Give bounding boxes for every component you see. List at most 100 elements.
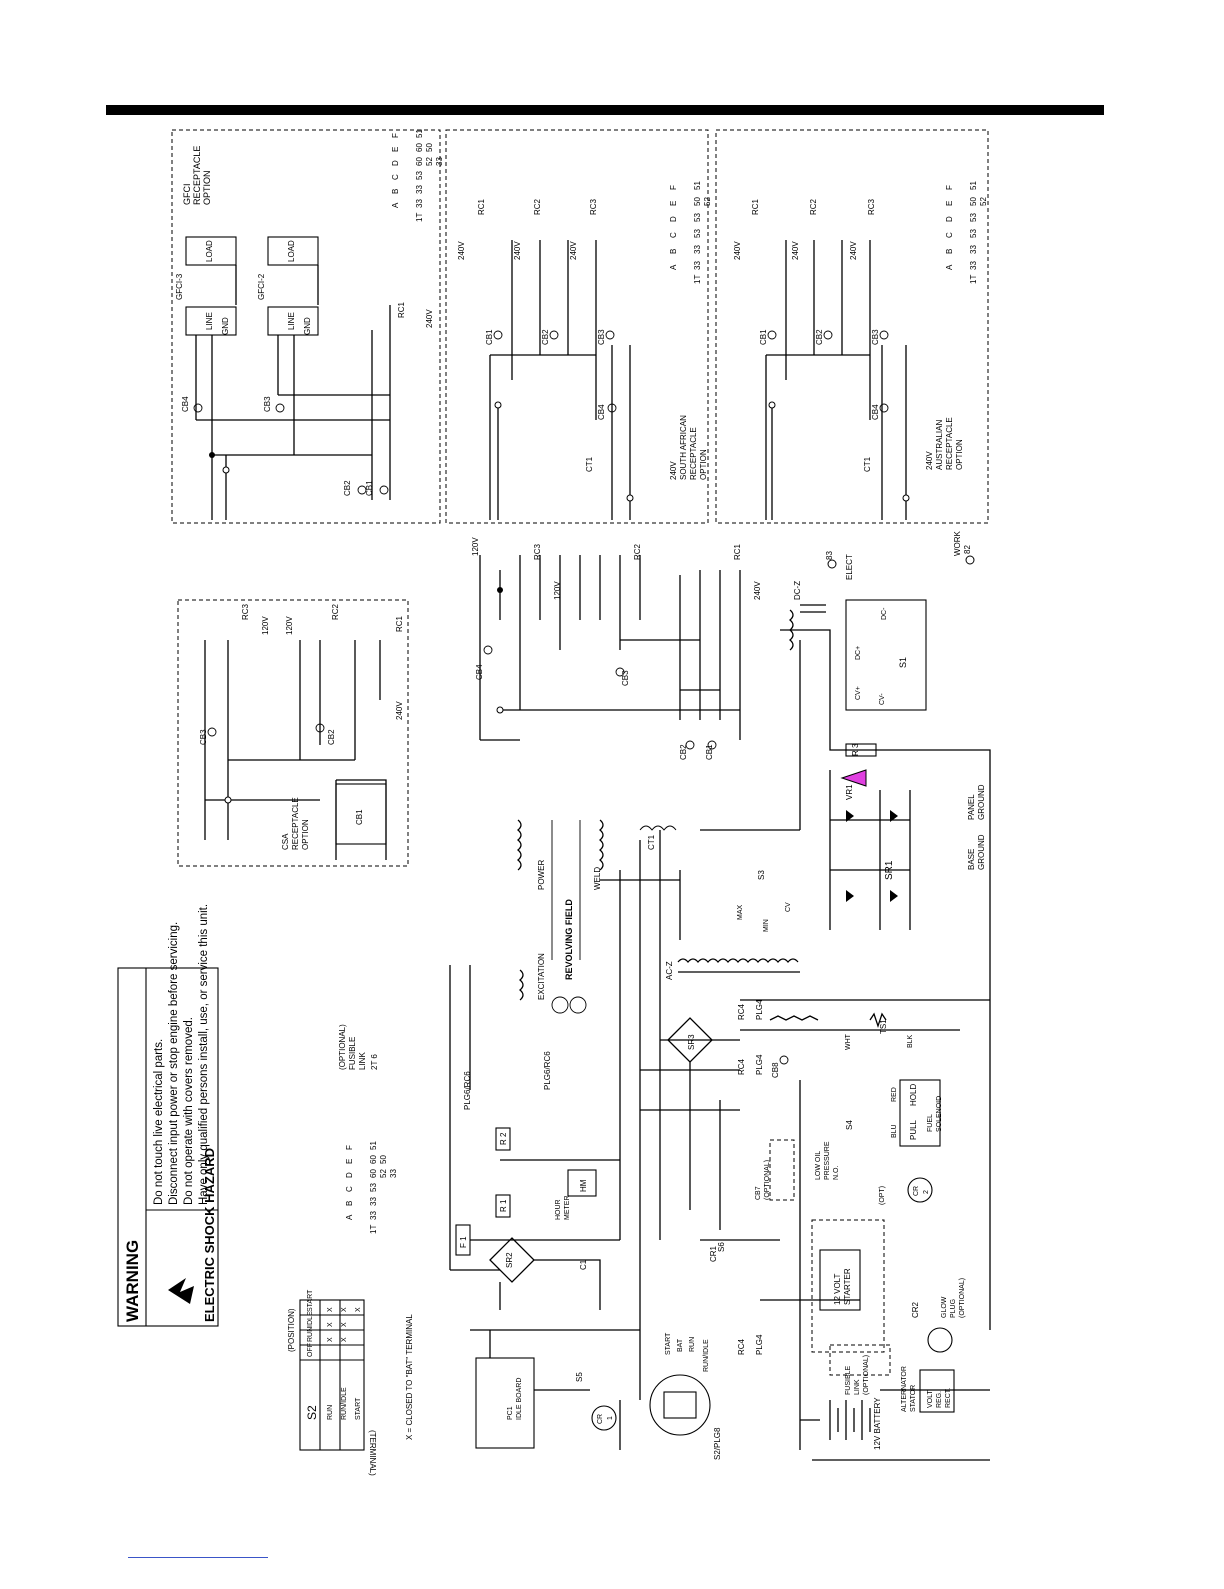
plg4-label-2: PLG4: [755, 1054, 764, 1075]
main-rc1: RC1: [733, 543, 742, 560]
sa-rc3: RC3: [589, 198, 598, 215]
svg-text:C: C: [669, 232, 678, 238]
main-rc2: RC2: [633, 543, 642, 560]
main-120v-1: 120V: [471, 537, 480, 556]
svg-text:F: F: [345, 1145, 354, 1150]
svg-text:51: 51: [969, 181, 978, 190]
volt-reg-3: RECT.: [945, 1388, 952, 1408]
dc-z-label: DC-Z: [793, 581, 802, 600]
au-rc1: RC1: [751, 198, 760, 215]
svg-text:X: X: [327, 1307, 334, 1312]
fusible-link-2: LINK: [854, 1379, 861, 1395]
warning-item-4: Have only qualified persons install, use…: [198, 904, 210, 1205]
svg-text:X: X: [341, 1322, 348, 1327]
s3-min: MIN: [763, 919, 770, 932]
plg6-label: PLG6/RC6: [543, 1051, 552, 1090]
svg-text:33: 33: [969, 261, 978, 270]
gfci-option-panel: GFCI RECEPTACLE OPTION LOAD LINE LOAD LI…: [171, 129, 444, 524]
alternator-1: ALTERNATOR: [901, 1366, 908, 1412]
gfci-cb2: CB2: [343, 480, 352, 496]
sa-cb3: CB3: [597, 329, 606, 345]
s3-label: S3: [757, 870, 766, 880]
hour-meter-2: METER: [564, 1196, 571, 1221]
r3-resistor: [845, 743, 877, 757]
gfci-2-label: GFCI-2: [257, 273, 266, 300]
sa-title-1: 240V: [669, 461, 678, 480]
svg-text:OFF: OFF: [307, 1343, 314, 1357]
svg-text:50: 50: [379, 1155, 388, 1164]
work-wire-label: 82: [963, 545, 972, 554]
svg-text:52: 52: [425, 157, 434, 166]
au-cb2: CB2: [815, 329, 824, 345]
main-receptacle-wiring: [479, 555, 741, 741]
au-title-2: AUSTRALIAN: [935, 420, 944, 470]
svg-text:B: B: [345, 1201, 354, 1206]
svg-text:1T: 1T: [693, 275, 702, 284]
sa-cb4: CB4: [597, 404, 606, 420]
panel-ground-1: PANEL: [967, 794, 976, 820]
rc4-label-3: RC4: [737, 1338, 746, 1355]
battery-icon: [800, 1389, 990, 1440]
starter-dashed-box: [811, 1219, 885, 1353]
plg4-label-1: PLG4: [755, 999, 764, 1020]
au-ct1: CT1: [863, 456, 872, 472]
sa-wiring: [489, 240, 631, 520]
blk-label: BLK: [907, 1034, 914, 1048]
svg-text:33: 33: [389, 1169, 398, 1178]
s2-switch-table: (POSITION) (TERMINAL) S2 START IDLE RUN …: [287, 1289, 414, 1476]
sr2-label: SR2: [505, 1252, 514, 1268]
svg-text:(OPTIONAL): (OPTIONAL): [338, 1024, 347, 1070]
cb7-box: [769, 1139, 795, 1201]
svg-text:33: 33: [693, 261, 702, 270]
svg-text:START: START: [355, 1397, 362, 1420]
au-cb3: CB3: [871, 329, 880, 345]
cr1-coil-cr: CR: [597, 1414, 604, 1424]
gfci-2-line-label: LINE: [287, 312, 296, 330]
elect-output-terminal[interactable]: [827, 559, 837, 569]
svg-text:51: 51: [693, 181, 702, 190]
s6-label: S6: [717, 1242, 726, 1252]
sa-title-2: SOUTH AFRICAN: [679, 415, 688, 480]
blu-label: BLU: [891, 1124, 898, 1138]
power-winding-label: POWER: [537, 860, 546, 890]
gfci-2-line-box: [267, 306, 319, 336]
s2-plg8-label: S2/PLG8: [713, 1427, 722, 1460]
work-output-terminal[interactable]: [965, 555, 975, 565]
sa-rc1: RC1: [477, 198, 486, 215]
low-oil-2: PRESSURE: [824, 1141, 831, 1180]
warning-title: WARNING: [123, 1240, 142, 1322]
s2-position-label: (POSITION): [287, 1308, 296, 1352]
hour-meter-1: HOUR: [555, 1199, 562, 1220]
header-rule: [106, 105, 1104, 115]
elect-label: ELECT: [845, 554, 854, 580]
csa-rc1: RC1: [395, 615, 404, 632]
cr2-coil-optional: [907, 1177, 933, 1203]
svg-text:B: B: [945, 249, 954, 254]
svg-text:E: E: [669, 201, 678, 206]
svg-text:IDLE: IDLE: [307, 1311, 314, 1327]
gfci-3-load-label: LOAD: [205, 240, 214, 262]
ac-z-label: AC-Z: [665, 961, 674, 980]
svg-text:D: D: [945, 216, 954, 222]
sa-title-4: OPTION: [699, 449, 708, 480]
au-terminal-block: A B C D E F 1T 33 33 53 53 50 51 52: [945, 181, 988, 284]
gfci-title-3: OPTION: [202, 170, 212, 205]
pc1-label-1: PC1: [507, 1406, 514, 1420]
cr2-opt-label: (OPT): [879, 1186, 886, 1205]
csa-cb1-box: [335, 783, 387, 845]
s1-switch-box: [845, 599, 927, 711]
r1-resistor: [495, 1194, 511, 1218]
svg-text:START: START: [307, 1289, 314, 1312]
s2-terminal-label: (TERMINAL): [368, 1430, 377, 1476]
cr2-opt-cr: CR: [913, 1186, 920, 1196]
cr2-label: CR2: [911, 1301, 920, 1318]
south-african-option-panel: CB1 CB2 CB3 CB4 CT1 RC1 RC2 RC3 240V 240…: [445, 129, 712, 524]
svg-text:X: X: [355, 1307, 362, 1312]
s4-label: S4: [845, 1120, 854, 1130]
cr1-label: CR1: [709, 1245, 718, 1262]
main-ct1: CT1: [647, 834, 656, 850]
main-cb1: CB1: [705, 744, 714, 760]
svg-text:33: 33: [369, 1197, 378, 1206]
ts1-wiring: [740, 999, 990, 1031]
elect-wire-label: 83: [825, 551, 834, 560]
